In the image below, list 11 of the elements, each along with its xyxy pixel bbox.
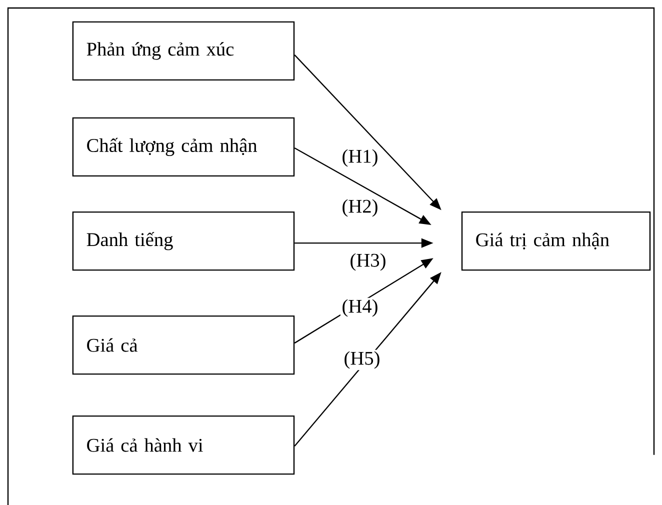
edge-label: (H3) <box>348 252 388 272</box>
edge-label: (H5) <box>342 350 382 370</box>
concept-box: Giá trị cảm nhận <box>461 211 651 271</box>
edge-label: (H1) <box>340 148 380 168</box>
concept-box: Phản ứng cảm xúc <box>72 21 295 80</box>
edge-label: (H4) <box>340 298 380 318</box>
concept-box: Chất lượng cảm nhận <box>72 117 295 176</box>
concept-box: Giá cả <box>72 315 295 375</box>
concept-box: Danh tiếng <box>72 211 295 271</box>
concept-box: Giá cả hành vi <box>72 415 295 475</box>
edge-label: (H2) <box>340 198 380 218</box>
